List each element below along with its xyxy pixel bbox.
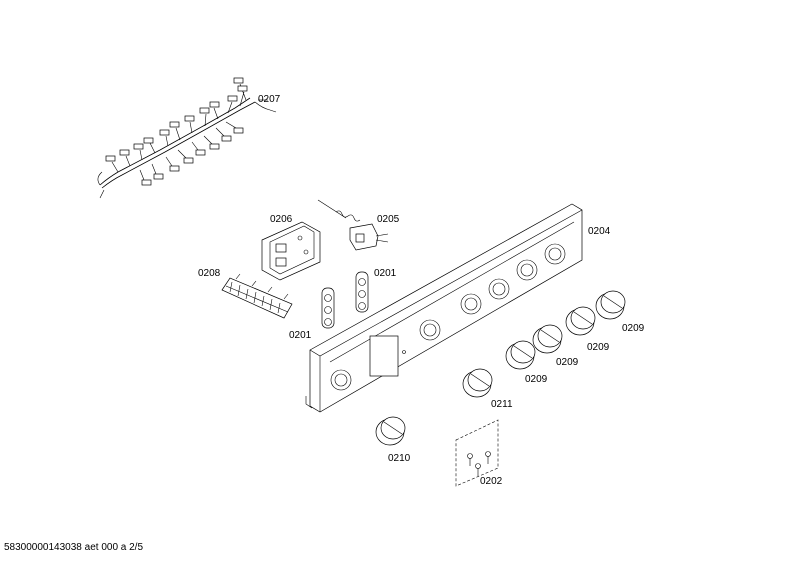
knob-0209-2: 0209	[532, 324, 579, 368]
control-panel-0204: 0204	[305, 203, 611, 413]
knob-0211: 0211	[462, 368, 513, 410]
label-0206: 0206	[270, 214, 293, 225]
knob-0210: 0210	[375, 416, 411, 464]
label-0211: 0211	[491, 399, 513, 410]
label-0209-1: 0209	[525, 374, 548, 385]
label-0209-3: 0209	[587, 342, 610, 353]
label-0202: 0202	[480, 476, 503, 487]
label-0209-4: 0209	[622, 323, 645, 334]
clock-module-0206: 0206	[261, 214, 321, 281]
switch-0201-right: 0201	[355, 268, 397, 313]
knob-0209-1: 0209	[505, 340, 548, 385]
label-0208: 0208	[198, 268, 221, 279]
label-0209-2: 0209	[556, 357, 579, 368]
terminal-block-0208: 0208	[198, 268, 293, 319]
label-0201-left: 0201	[289, 330, 312, 341]
knob-0209-3: 0209	[565, 306, 610, 353]
thermostat-0205: 0205	[317, 199, 400, 251]
label-0201-right: 0201	[374, 268, 397, 279]
drawing-reference: 58300000143038 aet 000 a 2/5	[4, 542, 144, 553]
label-0205: 0205	[377, 214, 400, 225]
screw-set-0202: 0202	[455, 419, 503, 487]
label-0204: 0204	[588, 226, 611, 237]
switch-0201-left: 0201	[289, 287, 335, 341]
wiring-harness-0207: 0207	[97, 77, 281, 199]
label-0207: 0207	[258, 94, 281, 105]
label-0210: 0210	[388, 453, 411, 464]
knob-0209-4: 0209	[595, 290, 645, 334]
